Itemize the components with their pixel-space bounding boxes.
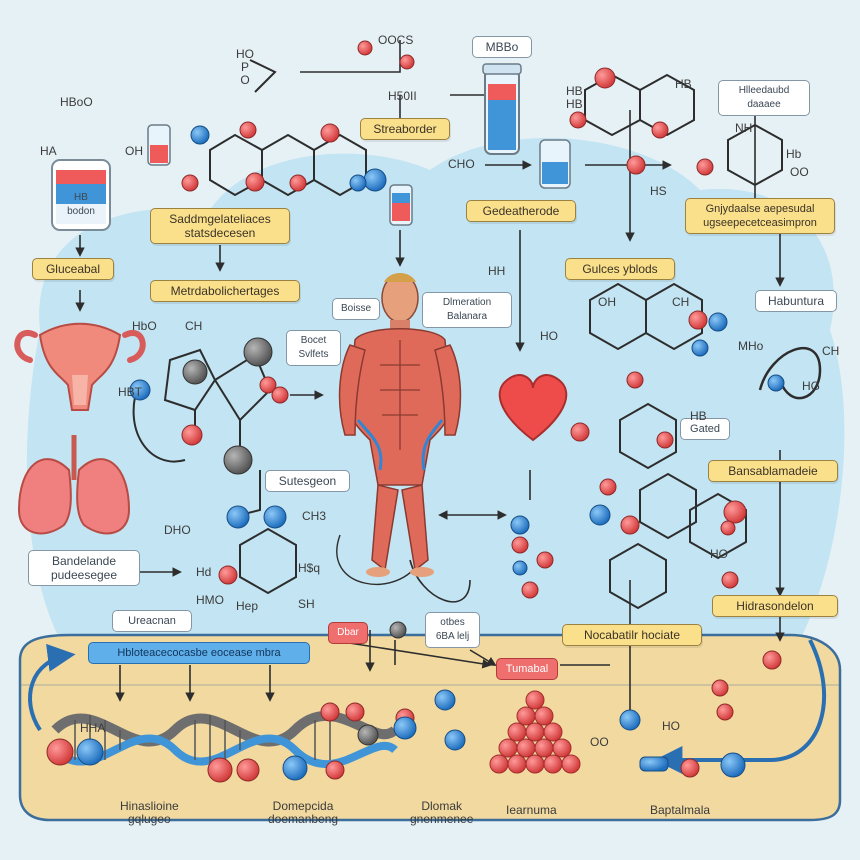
formula-oo: OO bbox=[790, 165, 809, 179]
formula-hs: HS bbox=[650, 184, 667, 198]
dinnation-balanara-label: Dlmeration Balanara bbox=[422, 292, 512, 328]
formula-hbt: HBT bbox=[118, 385, 142, 399]
formula-hb: HB bbox=[675, 77, 692, 91]
top-center-formula: OOCS bbox=[378, 33, 414, 47]
boisse-label: Boisse bbox=[332, 298, 380, 320]
sugar-loop-label: Bocet Svlfets bbox=[286, 330, 341, 366]
human-body-icon bbox=[338, 273, 462, 577]
formula-hg: HG bbox=[802, 379, 820, 393]
connector-lines bbox=[75, 40, 785, 722]
formula-oo-bottom: OO bbox=[590, 735, 609, 749]
formula-hd: Hd bbox=[196, 565, 212, 579]
formula-ch: CH bbox=[185, 319, 203, 333]
formula-ch-right: CH bbox=[822, 344, 840, 358]
small-vial-3 bbox=[539, 139, 571, 189]
mbbo-label: MBBo bbox=[472, 36, 532, 58]
vial-icon-left bbox=[51, 159, 111, 231]
formula-ho-mid: HO bbox=[540, 329, 558, 343]
small-vial-2 bbox=[389, 184, 413, 226]
formula-ho2: HO bbox=[710, 547, 728, 561]
formula-mhao: MHo bbox=[738, 339, 764, 353]
hmoleculegroup-label: Hbloteacecocasbe eocease mbra bbox=[88, 642, 310, 664]
formula-nh: NH bbox=[735, 121, 753, 135]
formula-hsq: H$q bbox=[298, 561, 321, 575]
formula-hha: HHA bbox=[80, 721, 106, 735]
vial-label: HB bodon bbox=[67, 192, 95, 217]
tumabal-label: Tumabal bbox=[496, 658, 558, 680]
formula-dho: DHO bbox=[164, 523, 191, 537]
gedeatherode-label: Gedeatherode bbox=[466, 200, 576, 222]
left-loop-arrow bbox=[28, 643, 76, 732]
obtes-label: otbes 6BA lelj bbox=[425, 612, 480, 648]
gluceabal-label: Gluceabal bbox=[32, 258, 114, 280]
habuntura-label: Habuntura bbox=[755, 290, 837, 312]
formula-hbo: HbO bbox=[132, 319, 157, 333]
bottom-caption-4: Iearnuma bbox=[506, 803, 557, 817]
far-right-ring bbox=[727, 123, 783, 187]
top-left-formula: HO P O bbox=[236, 47, 254, 87]
small-vial-1 bbox=[147, 124, 171, 166]
dbarr-label: Dbar bbox=[328, 622, 368, 644]
sphere-pile-icon bbox=[489, 690, 581, 774]
formula-hboo: HBoO bbox=[60, 95, 93, 109]
formula-cho: CHO bbox=[448, 157, 475, 171]
gated-label: Gated bbox=[680, 418, 730, 440]
metabolic-heritages-label: Metrdabolichertages bbox=[150, 280, 300, 302]
saddmgelateliaces-label: Saddmgelateliaces statsdecesen bbox=[150, 208, 290, 244]
atoms-layer bbox=[46, 40, 785, 783]
formula-hbl: HB bbox=[690, 409, 707, 423]
top-right-note: Hlleedaubd daaaee bbox=[718, 80, 810, 116]
formula-ho-right: HO bbox=[662, 719, 680, 733]
uterus-icon bbox=[14, 322, 146, 411]
conjugate-box-label: Gnjydaalse aepesudal ugseepecetceasimpro… bbox=[685, 198, 835, 234]
lungs-icon bbox=[17, 435, 131, 535]
bottom-caption-3: Dlomak gnenmenee bbox=[410, 799, 474, 826]
formula-hb-hb: HB HB bbox=[566, 84, 583, 111]
formula-ohh: OH bbox=[598, 295, 616, 309]
bansablamode-label: Bansablamadeie bbox=[708, 460, 838, 482]
bottom-caption-1: Hinaslioine gqlugeo bbox=[120, 799, 179, 826]
sutesgeon-label: Sutesgeon bbox=[265, 470, 350, 492]
lower-right-ring bbox=[609, 402, 747, 610]
formula-hsoii: H50II bbox=[388, 89, 417, 103]
hidrasondelon-label: Hidrasondelon bbox=[712, 595, 838, 617]
nocabatir-label: Nocabatilr hociate bbox=[562, 624, 702, 646]
formula-ch2: CH bbox=[672, 295, 690, 309]
formula-oh: OH bbox=[125, 144, 143, 158]
formula-hb2: Hb bbox=[786, 147, 802, 161]
bottom-caption-2: Domepcida doemanbeng bbox=[268, 799, 339, 826]
formula-ch3: CH3 bbox=[302, 509, 327, 523]
bottom-caption-5: Baptalmala bbox=[650, 803, 711, 817]
formula-hep: Hep bbox=[236, 599, 259, 613]
habuntura-hook bbox=[758, 347, 822, 400]
formula-hh: HH bbox=[488, 264, 506, 278]
formula-hmo: HMO bbox=[196, 593, 224, 607]
loop-arrow-icon bbox=[654, 639, 826, 774]
formula-sh: SH bbox=[298, 597, 315, 611]
heart-icon bbox=[498, 374, 568, 442]
beaker-icon-top bbox=[482, 63, 522, 155]
streaborder-label: Streaborder bbox=[360, 118, 450, 140]
mid-right-ring bbox=[589, 282, 703, 351]
formula-ha: HA bbox=[40, 144, 57, 158]
uaeacnan-label: Ureacnan bbox=[112, 610, 192, 632]
gluces-yblods-label: Gulces yblods bbox=[565, 258, 675, 280]
lower-left-ring bbox=[239, 527, 297, 595]
bandalande-label: Bandelande pudeesegee bbox=[28, 550, 140, 586]
